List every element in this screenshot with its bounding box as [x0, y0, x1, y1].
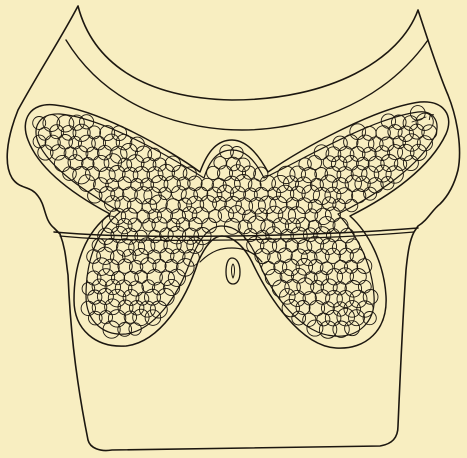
- cell-circle: [227, 157, 241, 171]
- central-canal: [226, 258, 240, 284]
- cell-circle: [111, 272, 124, 285]
- cell-circle: [110, 146, 127, 163]
- cell-circle: [129, 323, 141, 335]
- cell-circle: [106, 178, 119, 191]
- cell-circle: [311, 280, 324, 293]
- cell-circle: [333, 136, 347, 150]
- cell-circle: [358, 280, 371, 293]
- cell-circle: [282, 299, 299, 316]
- central-canal-inner: [232, 264, 235, 278]
- cell-circle: [164, 279, 180, 295]
- cell-circle: [118, 177, 131, 190]
- butterfly-inner-boundary: [36, 112, 437, 336]
- cell-circle: [337, 188, 353, 204]
- cell-circle: [392, 115, 407, 130]
- cell-circle: [207, 187, 222, 202]
- cell-circle: [192, 207, 209, 224]
- cell-circle: [349, 310, 365, 326]
- cell-circle: [201, 178, 213, 190]
- cell-circle: [124, 271, 138, 285]
- cell-circle: [296, 218, 309, 231]
- cell-circle: [362, 126, 376, 140]
- cell-circle: [274, 261, 287, 274]
- cell-circle: [148, 148, 161, 161]
- cell-circle: [301, 168, 316, 183]
- cell-circle: [345, 199, 358, 212]
- cell-circle: [168, 226, 186, 244]
- cell-circle: [345, 260, 358, 273]
- cell-circle: [403, 156, 418, 171]
- cell-circle: [280, 289, 296, 305]
- cell-circle: [112, 126, 127, 141]
- cell-circle: [157, 288, 174, 305]
- figure-label: r: [428, 110, 434, 123]
- cell-circle: [108, 310, 125, 327]
- cell-circle: [189, 218, 202, 231]
- cell-circle: [344, 301, 361, 318]
- cell-circle: [363, 290, 378, 305]
- cell-circle: [362, 147, 376, 161]
- cell-circle: [88, 126, 101, 139]
- cell-circle: [168, 269, 185, 286]
- cell-circle: [286, 239, 299, 252]
- cell-circle: [296, 259, 313, 276]
- cell-circle: [151, 237, 167, 253]
- cell-circle: [116, 134, 132, 150]
- cell-circle: [160, 228, 174, 242]
- cell-circle: [268, 187, 281, 200]
- cell-circle: [357, 301, 373, 317]
- dorsal-inner-curve: [66, 40, 428, 130]
- cell-circle: [283, 259, 300, 276]
- cell-circle: [320, 175, 337, 192]
- cell-circle: [100, 126, 115, 141]
- cell-circle: [262, 261, 275, 274]
